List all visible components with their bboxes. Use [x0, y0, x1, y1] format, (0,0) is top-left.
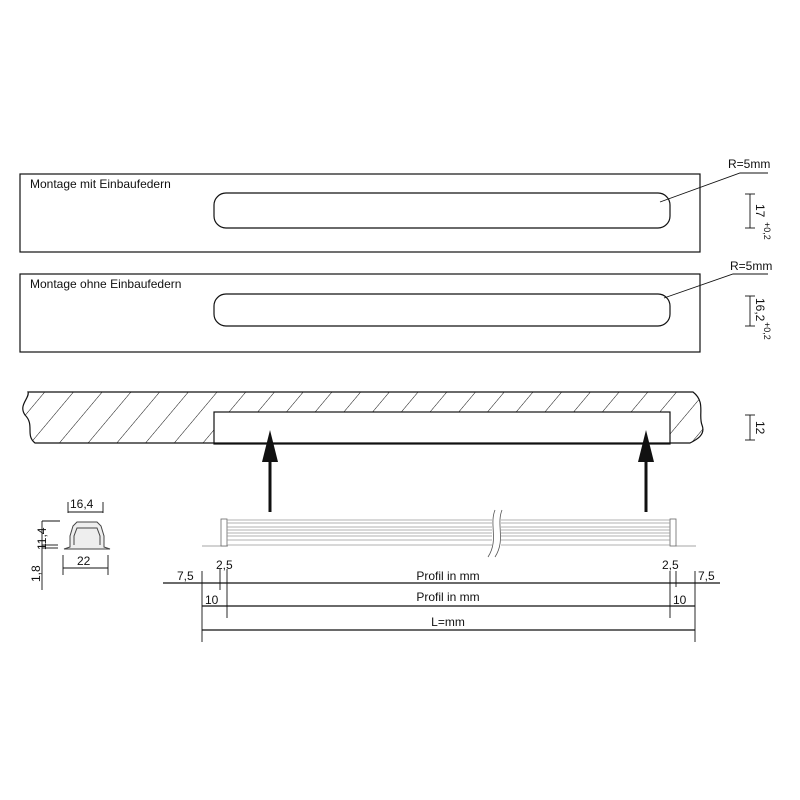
panel-label: Montage ohne Einbaufedern [30, 277, 181, 291]
panel-without-springs: Montage ohne Einbaufedern R=5mm 16,2 +0,… [19, 259, 772, 353]
height-dimension: 17 +0,2 [745, 193, 772, 240]
radius-label: R=5mm [728, 157, 770, 171]
break-mark [487, 509, 503, 558]
panel-with-springs: Montage mit Einbaufedern R=5mm 17 +0,2 [19, 157, 772, 253]
profile-length-label: Profil in mm [416, 590, 479, 604]
dim-tolerance: +0,2 [762, 322, 772, 340]
dim-value: 17 [753, 204, 767, 218]
dim-value: 16,2 [753, 298, 767, 322]
dim-tolerance: +0,2 [762, 222, 772, 240]
dim-left-inner: 2,5 [216, 558, 233, 572]
dim-bottom-width: 22 [77, 554, 91, 568]
panel-outline [19, 273, 701, 353]
thickness-dimension: 12 [745, 414, 767, 441]
dim-right-ten: 10 [673, 593, 687, 607]
dim-flange: 1,8 [29, 565, 43, 582]
cutout-slot [213, 293, 671, 327]
total-length-label: L=mm [431, 615, 465, 629]
dim-right-outer: 7,5 [698, 569, 715, 583]
dim-value: 12 [753, 421, 767, 435]
board-section: 12 [22, 391, 767, 445]
dim-height: 11,4 [35, 527, 49, 550]
profile-length-label: Profil in mm [416, 569, 479, 583]
dim-right-inner: 2,5 [662, 558, 679, 572]
radius-label: R=5mm [730, 259, 772, 273]
radius-leader [659, 172, 768, 203]
panel-label: Montage mit Einbaufedern [30, 177, 171, 191]
insert-arrow-icon [262, 430, 278, 512]
length-dimensions: 7,5 2,5 10 2,5 7,5 10 Profil in mm Profi… [163, 558, 720, 642]
dim-left-outer: 7,5 [177, 569, 194, 583]
insert-arrow-icon [638, 430, 654, 512]
height-dimension: 16,2 +0,2 [745, 295, 772, 340]
radius-leader [663, 273, 768, 299]
dim-left-ten: 10 [205, 593, 219, 607]
panel-outline [19, 173, 701, 253]
dim-top-width: 16,4 [70, 497, 94, 511]
profile-cross-section: 16,4 11,4 1,8 22 [29, 497, 111, 590]
profile-side-view [202, 509, 696, 558]
cutout-slot [213, 192, 671, 229]
